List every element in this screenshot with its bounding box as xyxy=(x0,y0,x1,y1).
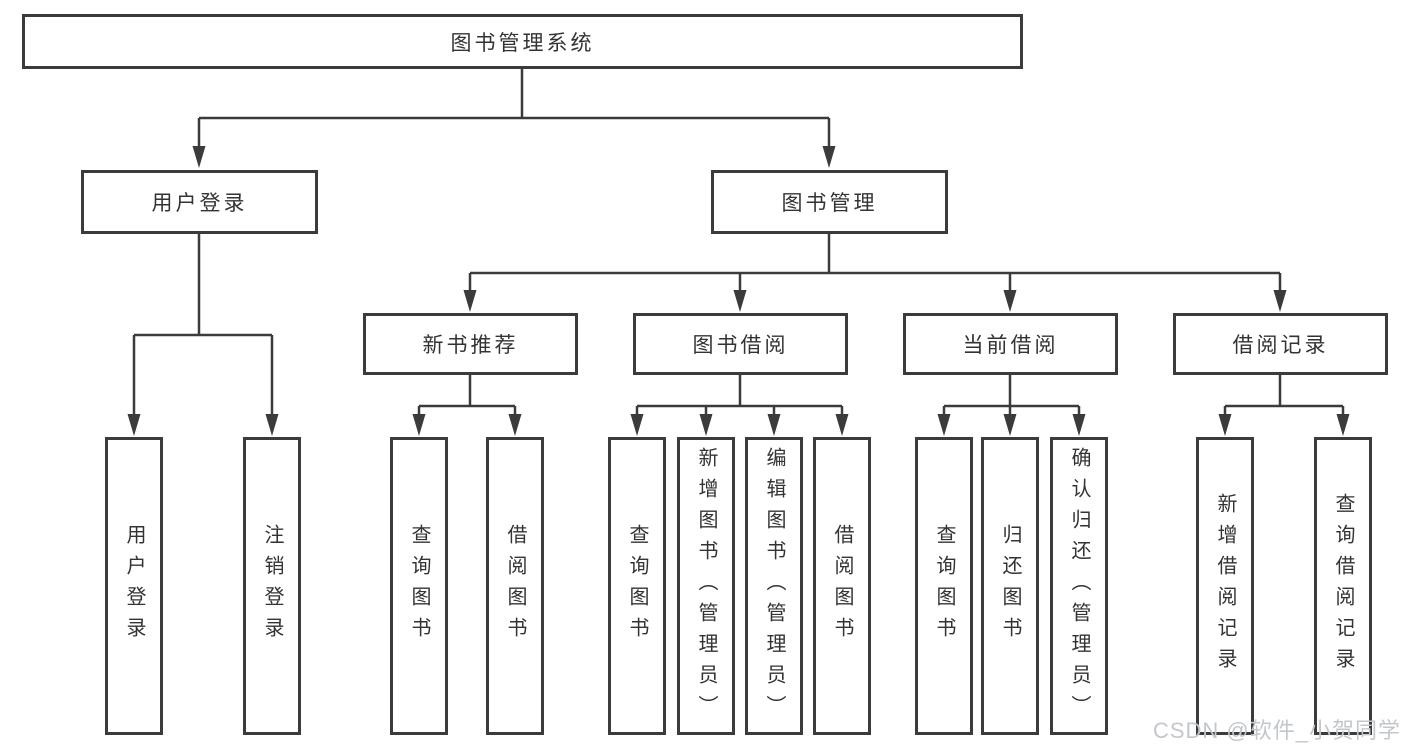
leaf-logout: 注销登录 xyxy=(243,437,301,735)
leaf-edit-books-admin: 编辑图书（管理员） xyxy=(745,437,803,735)
leaf-add-books-admin-label: 新增图书（管理员） xyxy=(695,446,717,726)
leaf-confirm-return-admin-label: 确认归还（管理员） xyxy=(1068,446,1090,726)
leaf-query-borrow-record: 查询借阅记录 xyxy=(1314,437,1372,735)
leaf-return-books-label: 归还图书 xyxy=(999,524,1021,648)
leaf-borrow-books-recommend: 借阅图书 xyxy=(486,437,544,735)
leaf-confirm-return-admin: 确认归还（管理员） xyxy=(1050,437,1108,735)
node-book-borrowing: 图书借阅 xyxy=(633,313,848,375)
arrowheads xyxy=(127,146,1350,436)
leaf-logout-label: 注销登录 xyxy=(261,524,283,648)
leaf-borrow-books: 借阅图书 xyxy=(813,437,871,735)
leaf-query-books-borrowing: 查询图书 xyxy=(608,437,666,735)
leaf-query-books-current: 查询图书 xyxy=(915,437,973,735)
leaf-borrow-books-label: 借阅图书 xyxy=(831,524,853,648)
node-user-login: 用户登录 xyxy=(81,170,318,234)
leaf-user-login-label: 用户登录 xyxy=(123,524,145,648)
leaf-query-books-borrowing-label: 查询图书 xyxy=(626,524,648,648)
leaf-add-books-admin: 新增图书（管理员） xyxy=(677,437,735,735)
node-current-borrowing: 当前借阅 xyxy=(903,313,1118,375)
leaf-query-books-recommend-label: 查询图书 xyxy=(408,524,430,648)
leaf-user-login: 用户登录 xyxy=(105,437,163,735)
leaf-add-borrow-record-label: 新增借阅记录 xyxy=(1214,493,1236,679)
leaf-add-borrow-record: 新增借阅记录 xyxy=(1196,437,1254,735)
node-borrowing-records: 借阅记录 xyxy=(1173,313,1388,375)
node-book-management: 图书管理 xyxy=(711,170,948,234)
leaf-query-books-current-label: 查询图书 xyxy=(933,524,955,648)
watermark: CSDN @软件_小贺同学 xyxy=(1152,718,1401,743)
leaf-return-books: 归还图书 xyxy=(981,437,1039,735)
leaf-query-borrow-record-label: 查询借阅记录 xyxy=(1332,493,1354,679)
node-new-book-recommend: 新书推荐 xyxy=(363,313,578,375)
leaf-edit-books-admin-label: 编辑图书（管理员） xyxy=(763,446,785,726)
node-library-system: 图书管理系统 xyxy=(22,14,1023,69)
leaf-borrow-books-recommend-label: 借阅图书 xyxy=(504,524,526,648)
leaf-query-books-recommend: 查询图书 xyxy=(390,437,448,735)
